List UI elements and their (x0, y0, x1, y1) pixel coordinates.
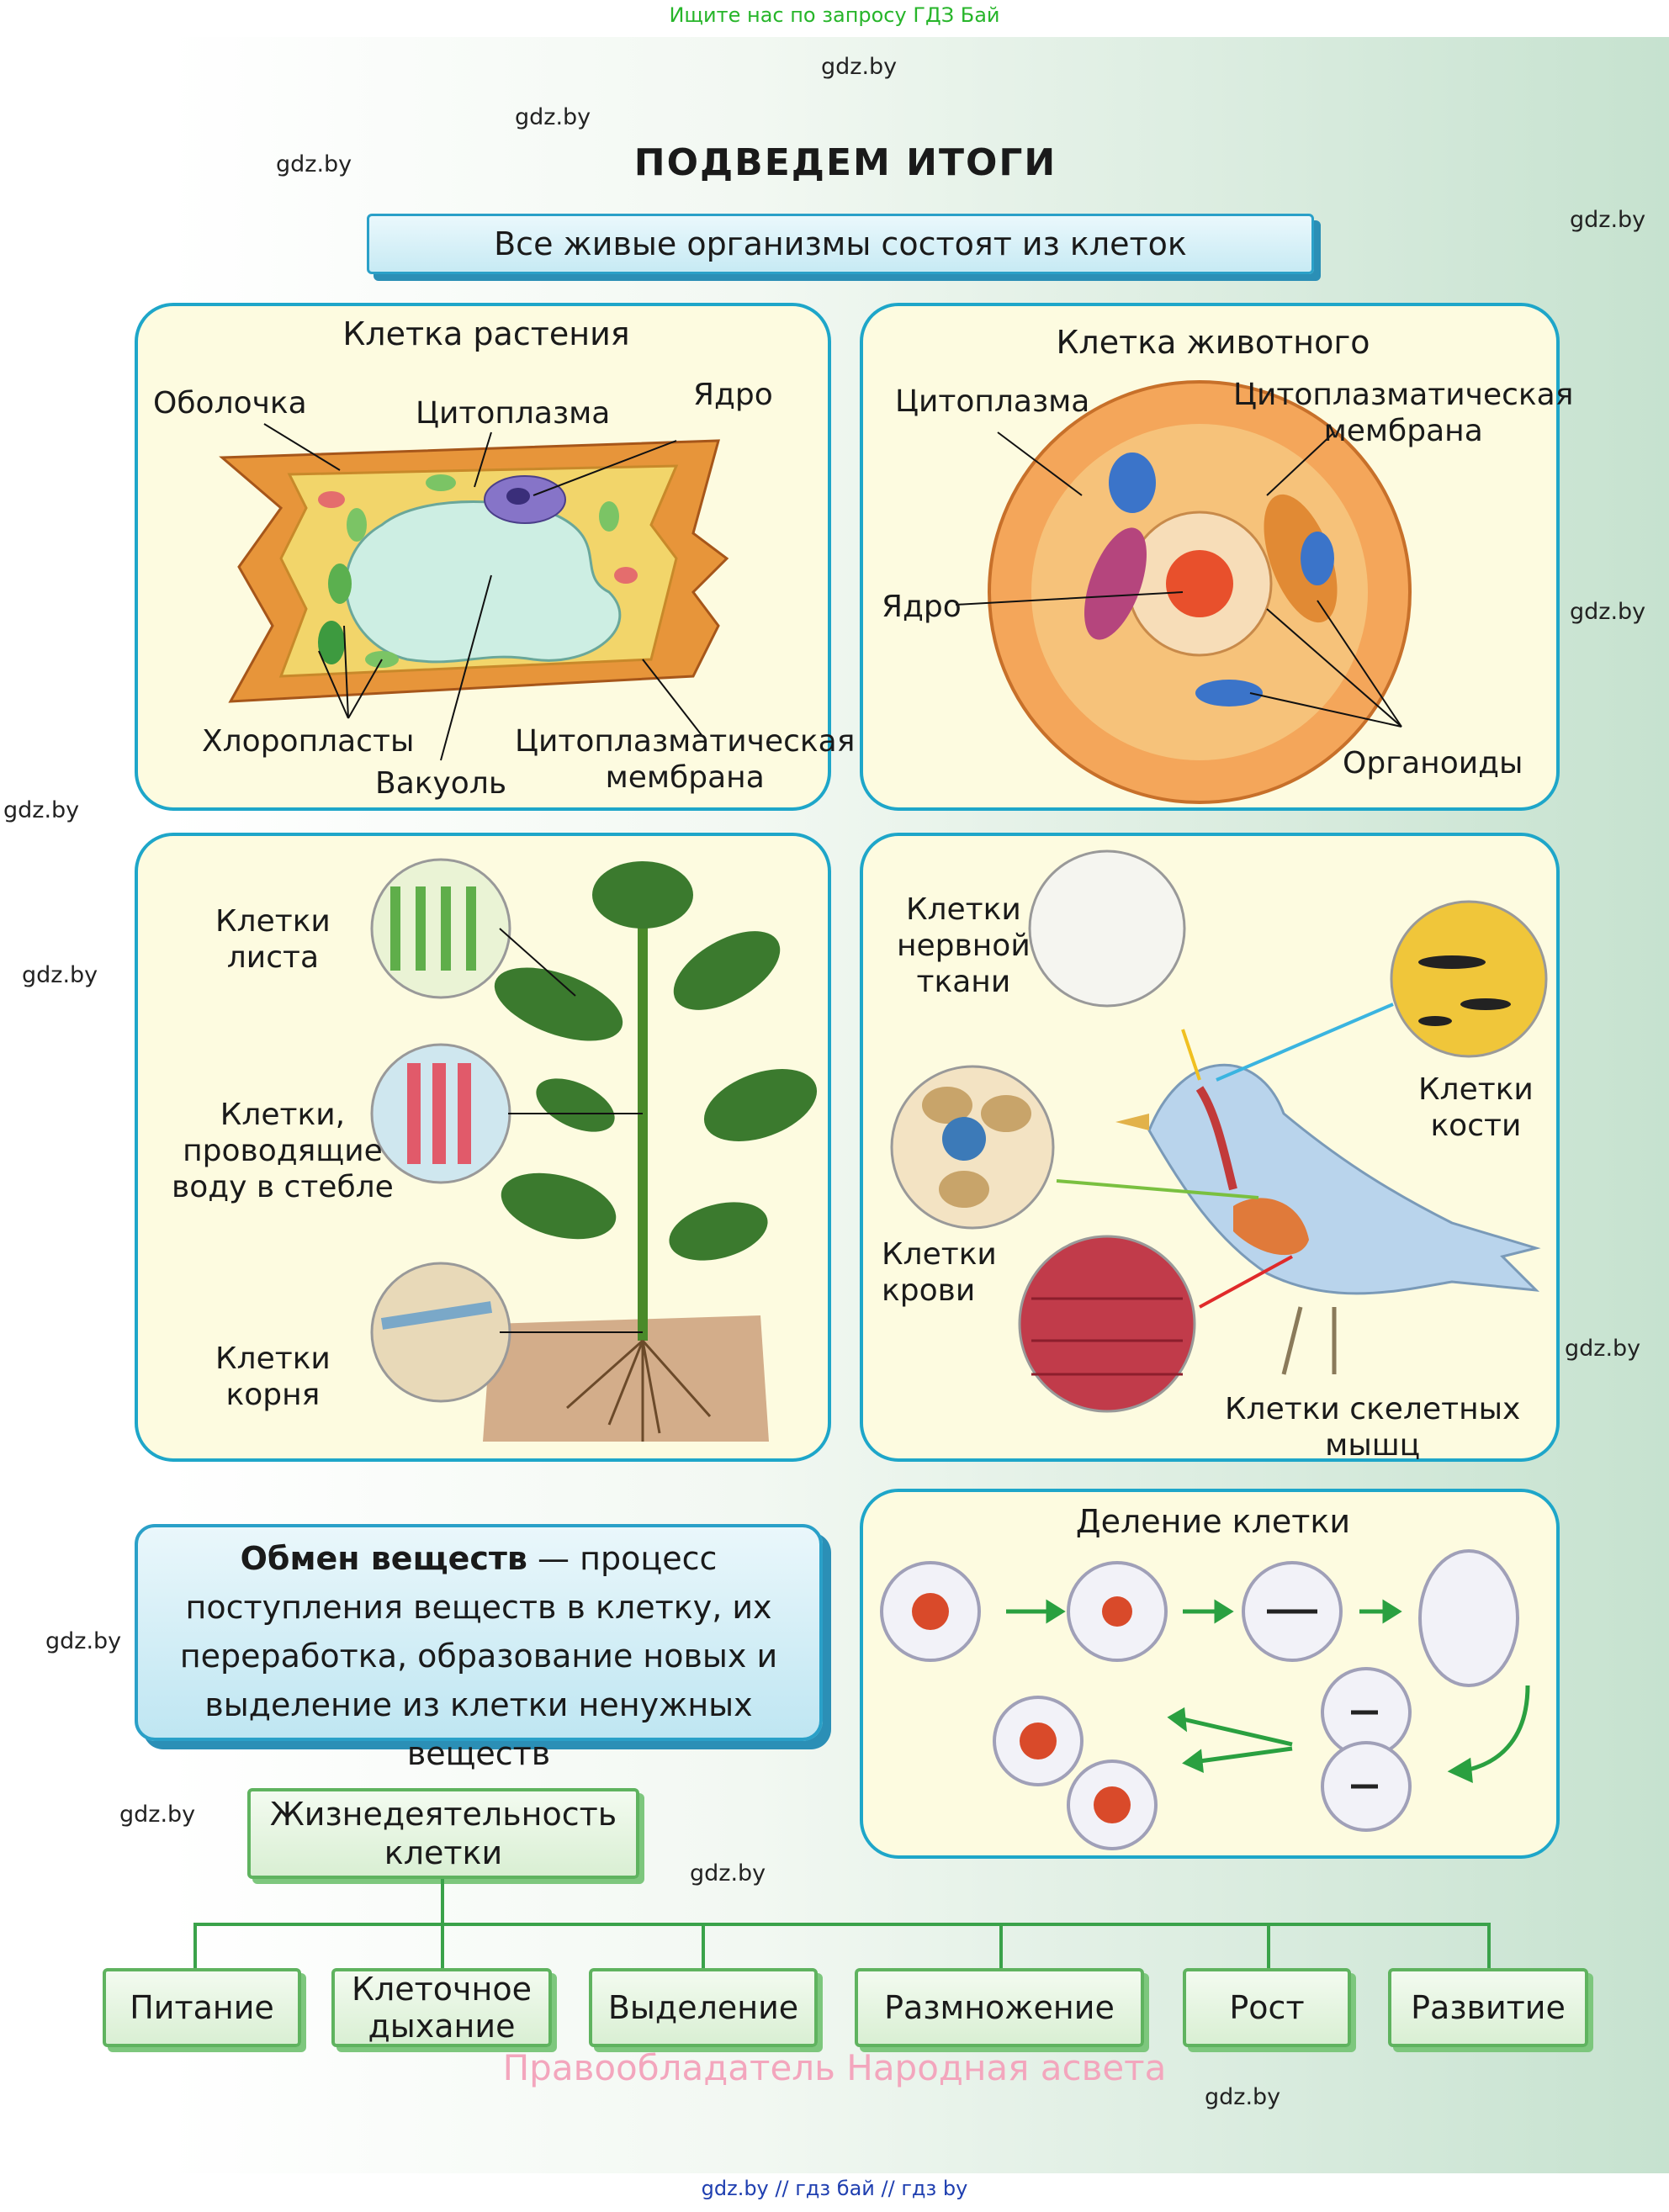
watermark: gdz.by (515, 104, 591, 130)
metabolism-term: Обмен веществ (240, 1540, 527, 1577)
plant-nucleus-label: Ядро (693, 378, 773, 412)
watermark: gdz.by (119, 1802, 196, 1828)
plant-chloroplasts-label: Хлоропласты (202, 724, 415, 759)
activity-excretion: Выделение (589, 1968, 818, 2047)
bone-cells-label: Клетки кости (1418, 1072, 1534, 1143)
watermark: gdz.by (1570, 599, 1646, 625)
watermark: gdz.by (690, 1860, 766, 1887)
watermark: gdz.by (1205, 2084, 1281, 2110)
animal-cell-illustration (955, 380, 1412, 804)
animal-cytoplasm-label: Цитоплазма (895, 384, 1090, 419)
animal-nucleus-label: Ядро (882, 590, 962, 624)
connector (441, 1923, 444, 1970)
animal-cell-panel: Клетка животного Цитоплазма Цитоплазмати… (860, 303, 1573, 811)
plant-cell-panel: Клетка растения Оболочка Цитоплазма Ядро… (135, 303, 855, 811)
plant-vacuole-label: Вакуоль (375, 766, 507, 801)
copyright-notice: Правообладатель Народная асвета (502, 2047, 1167, 2088)
root-cells-label: Клетки корня (215, 1341, 331, 1412)
metabolism-definition: Обмен веществ — процесс поступления веще… (135, 1524, 823, 1772)
watermark: gdz.by (276, 151, 352, 177)
life-activity-root: Жизнедеятельность клетки (247, 1788, 639, 1879)
activity-growth: Рост (1183, 1968, 1351, 2047)
watermark: gdz.by (1565, 1336, 1641, 1362)
page-title: ПОДВЕДЕМ ИТОГИ (633, 141, 1057, 184)
animal-cell-title: Клетка животного (1056, 324, 1370, 361)
activity-development: Развитие (1388, 1968, 1588, 2047)
top-banner[interactable]: Ищите нас по запросу ГДЗ Бай (669, 3, 1000, 27)
nerve-cells-label: Клетки нервной ткани (897, 892, 1031, 999)
activity-nutrition: Питание (103, 1968, 301, 2047)
blood-cells-label: Клетки крови (882, 1237, 997, 1308)
activity-respiration: Клеточное дыхание (331, 1968, 552, 2047)
animal-tissues-panel: Клетки нервной ткани Клетки кости Клетки… (860, 833, 1560, 1463)
watermark: gdz.by (1570, 207, 1646, 233)
connector (702, 1923, 705, 1970)
connector (193, 1923, 1489, 1926)
activity-reproduction: Размножение (855, 1968, 1144, 2047)
plant-shell-label: Оболочка (153, 386, 307, 421)
connector (1487, 1923, 1491, 1970)
connector (441, 1879, 444, 1924)
cell-division-diagram (880, 1549, 1530, 1850)
connector (193, 1923, 197, 1970)
animal-membrane-label: Цитоплазматическая мембрана (1233, 378, 1574, 448)
cell-division-title: Деление клетки (1075, 1503, 1351, 1540)
plant-cell-illustration (219, 423, 729, 761)
plant-illustration (370, 858, 818, 1442)
metabolism-text: — процесс поступления веществ в клетку, … (179, 1540, 778, 1772)
muscle-cells-label: Клетки скелетных мышц (1225, 1392, 1521, 1463)
animal-organoids-label: Органоиды (1343, 746, 1523, 781)
watermark: gdz.by (45, 1628, 122, 1654)
connector (1267, 1923, 1270, 1970)
headline-text: Все живые организмы состоят из клеток (494, 225, 1187, 262)
stem-cells-label: Клетки, проводящие воду в стебле (172, 1098, 394, 1204)
plant-membrane-label: Цитоплазматическая мембрана (515, 724, 856, 795)
connector (999, 1923, 1003, 1970)
plant-tissues-panel: Клетки листа Клетки, проводящие воду в с… (135, 833, 831, 1462)
watermark: gdz.by (821, 54, 898, 80)
bird-illustration (890, 849, 1548, 1413)
watermark: gdz.by (3, 797, 80, 823)
footer-links[interactable]: gdz.by // гдз бай // гдз by (701, 2177, 968, 2200)
cell-division-panel: Деление клетки (860, 1489, 1560, 1859)
headline-box: Все живые организмы состоят из клеток (367, 214, 1314, 274)
plant-cell-title: Клетка растения (342, 315, 630, 352)
watermark: gdz.by (22, 962, 98, 988)
plant-cytoplasm-label: Цитоплазма (416, 396, 611, 431)
leaf-cells-label: Клетки листа (215, 904, 331, 975)
